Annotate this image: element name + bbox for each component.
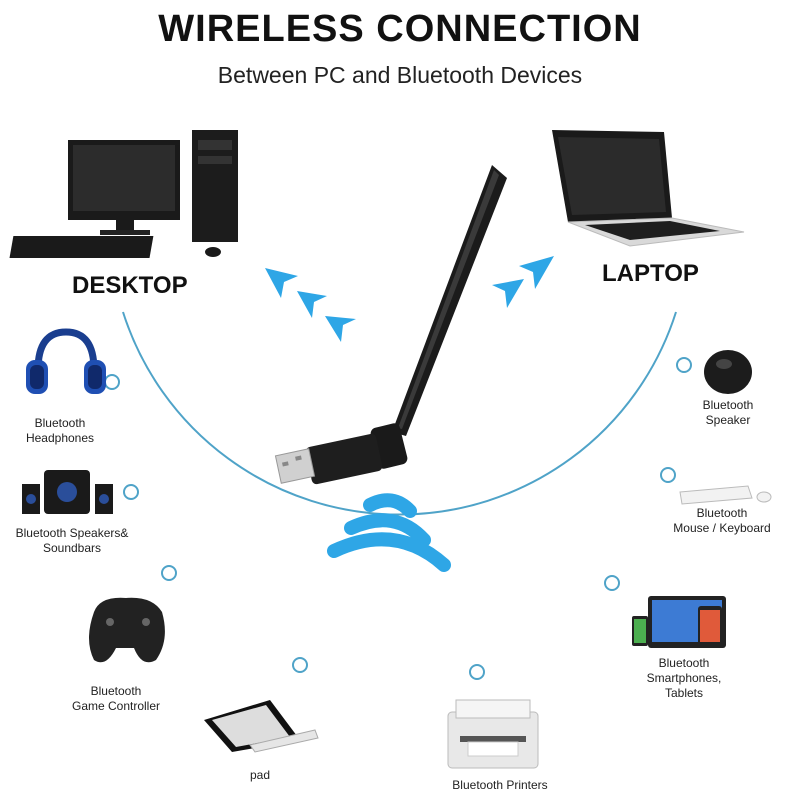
headphones-label: Bluetooth Headphones (25, 416, 95, 445)
game-controller-label: Bluetooth Game Controller (71, 684, 161, 713)
usb-wifi-adapter (274, 165, 507, 485)
node-speaker (676, 357, 692, 373)
speakers-image (22, 470, 113, 514)
headphones-image (26, 328, 106, 394)
laptop-label: LAPTOP (602, 260, 699, 287)
node-mouse (660, 467, 676, 483)
pad-label: pad (249, 768, 271, 782)
printers-label: Bluetooth Printers (452, 778, 548, 792)
smartphones-tablets-image (632, 596, 726, 648)
node-controller (161, 565, 177, 581)
desktop-computer-image (9, 130, 238, 258)
wifi-waves (327, 493, 451, 572)
signal-arrows-left (265, 268, 356, 342)
node-printer (469, 664, 485, 680)
connection-arc (122, 311, 677, 516)
mouse-keyboard-image (679, 485, 772, 505)
node-pad (292, 657, 308, 673)
speaker-label: Bluetooth Speaker (702, 398, 754, 427)
desktop-label: DESKTOP (72, 272, 188, 299)
bluetooth-speaker-image (704, 350, 752, 394)
printer-image (447, 699, 539, 769)
speakers-label: Bluetooth Speakers& Soundbars (15, 526, 129, 555)
smartphones-label: Bluetooth Smartphones, Tablets (646, 656, 722, 700)
headline-title: WIRELESS CONNECTION (158, 8, 642, 50)
game-controller-image (89, 597, 165, 663)
headline-subtitle: Between PC and Bluetooth Devices (217, 62, 583, 88)
mouse-keyboard-label: Bluetooth Mouse / Keyboard (673, 506, 771, 535)
signal-arrows-right (492, 256, 554, 308)
node-headphones (104, 374, 120, 390)
connection-nodes (104, 357, 692, 680)
tablet-pad-image (204, 700, 319, 753)
node-phones (604, 575, 620, 591)
laptop-image (552, 130, 745, 247)
node-speakers (123, 484, 139, 500)
